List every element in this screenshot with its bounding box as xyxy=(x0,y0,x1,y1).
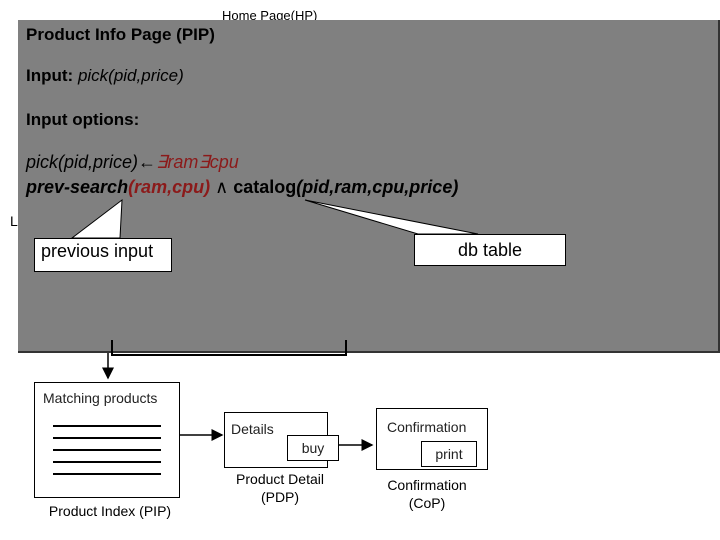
list-item[interactable] xyxy=(53,425,161,427)
formula-prev-search-args: (ram,cpu) xyxy=(128,177,211,197)
list-item[interactable] xyxy=(53,437,161,439)
previous-input-callout: previous input xyxy=(34,238,172,272)
home-page-title: Home Page(HP) xyxy=(222,8,318,23)
formula-head: pick(pid,price) xyxy=(26,152,139,172)
product-detail-caption-line2: (PDP) xyxy=(260,489,300,505)
input-options-line: Input options: xyxy=(26,110,139,130)
product-index-box: Matching products xyxy=(34,382,180,498)
db-table-pointer xyxy=(304,199,479,235)
confirmation-caption-line1: Confirmation xyxy=(387,477,467,493)
previous-input-text: previous input xyxy=(41,241,154,261)
db-table-text: db table xyxy=(457,240,523,260)
formula-and: ∧ xyxy=(210,177,234,197)
details-label: Details xyxy=(231,421,274,437)
matching-products-label: Matching products xyxy=(43,390,158,406)
confirmation-caption-line2: (CoP) xyxy=(408,495,446,511)
home-page-fragment: L xyxy=(10,213,18,229)
input-label: Input: xyxy=(26,66,74,85)
list-item[interactable] xyxy=(53,449,161,451)
input-options-label: Input options: xyxy=(26,110,140,129)
product-detail-box: Details buy xyxy=(224,412,339,468)
pip-title: Product Info Page (PIP) xyxy=(26,25,215,44)
formula-catalog-args: (pid,ram,cpu,price) xyxy=(296,177,459,197)
confirmation-box-label: Confirmation xyxy=(387,419,467,435)
product-detail-caption-line1: Product Detail xyxy=(236,471,324,487)
print-button[interactable]: print xyxy=(421,441,477,467)
confirmation-box: Confirmation print xyxy=(376,408,488,470)
formula-line-1: pick(pid,price)←∃ram∃cpu xyxy=(26,152,239,173)
previous-input-pointer xyxy=(70,198,123,239)
formula-catalog: catalog xyxy=(233,177,297,197)
list-item[interactable] xyxy=(53,473,161,475)
input-value: pick(pid,price) xyxy=(77,66,184,85)
formula-prev-search: prev-search xyxy=(26,177,129,197)
confirmation-caption: Confirmation (CoP) xyxy=(362,476,492,512)
formula-line-2: prev-search(ram,cpu) ∧ catalog(pid,ram,c… xyxy=(26,177,458,198)
product-info-panel xyxy=(18,20,720,353)
formula-arrow: ← xyxy=(138,152,157,172)
product-index-caption: Product Index (PIP) xyxy=(48,503,172,519)
product-detail-caption: Product Detail (PDP) xyxy=(210,470,350,506)
buy-button[interactable]: buy xyxy=(287,435,339,461)
input-line: Input: pick(pid,price) xyxy=(26,66,184,86)
home-page-box-edge xyxy=(111,340,347,356)
list-item[interactable] xyxy=(53,461,161,463)
formula-quantifiers: ∃ram∃cpu xyxy=(156,152,239,172)
db-table-callout: db table xyxy=(414,234,566,266)
